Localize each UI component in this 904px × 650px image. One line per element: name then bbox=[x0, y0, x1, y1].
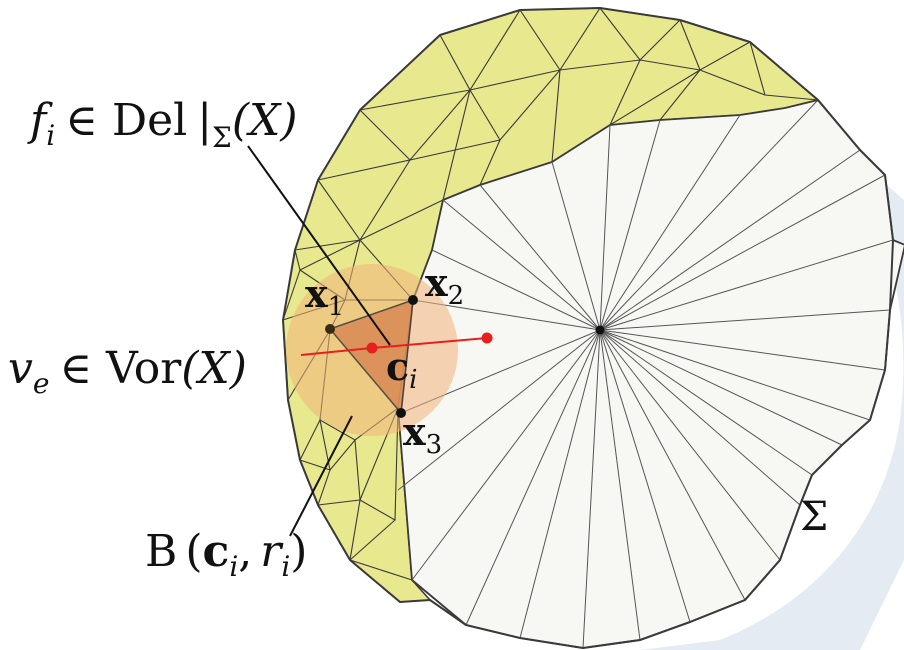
label-x2: x2 bbox=[425, 260, 464, 311]
leader-face bbox=[247, 145, 391, 346]
leader-ball bbox=[289, 415, 353, 537]
voronoi-edge bbox=[300, 332, 493, 356]
fan-spokes bbox=[397, 99, 894, 649]
label-x3-main: x bbox=[403, 409, 426, 454]
label-ball-r-sub: i bbox=[281, 550, 290, 583]
label-face-arg: (X) bbox=[232, 95, 298, 146]
voronoi-vertex-right bbox=[481, 332, 493, 344]
label-face: fi∈ Del|Σ(X) bbox=[27, 95, 298, 154]
label-ball-comma: , bbox=[238, 526, 252, 577]
fan-center-vertex bbox=[595, 325, 605, 335]
label-voronoi-arg: (X) bbox=[181, 343, 247, 394]
label-ball: B(ci,ri) bbox=[145, 526, 307, 583]
label-x3-sub: 3 bbox=[426, 430, 443, 460]
label-voronoi-in-vor: ∈ Vor bbox=[59, 343, 182, 394]
label-ball-main: B bbox=[145, 526, 177, 577]
label-ball-r: r bbox=[260, 526, 284, 577]
label-face-sub: i bbox=[46, 119, 55, 152]
label-ball-c-sub: i bbox=[229, 550, 238, 583]
label-surface: Σ bbox=[800, 494, 828, 540]
delaunay-face bbox=[328, 298, 414, 415]
label-voronoi: ve ∈ Vor(X) bbox=[8, 343, 247, 400]
label-center: ci bbox=[386, 344, 417, 395]
label-x2-main: x bbox=[425, 260, 448, 305]
label-face-bar: | bbox=[197, 95, 212, 146]
surface-shadow bbox=[640, 110, 904, 650]
label-x2-sub: 2 bbox=[448, 281, 465, 311]
label-x1: x1 bbox=[305, 271, 344, 322]
label-voronoi-symbol: v bbox=[8, 343, 33, 394]
label-voronoi-sub: e bbox=[33, 367, 50, 400]
label-x1-main: x bbox=[305, 271, 328, 316]
vertex-x3 bbox=[396, 408, 406, 418]
label-face-in-del: ∈ Del bbox=[65, 95, 187, 146]
vertex-x2 bbox=[408, 295, 418, 305]
label-ball-open: ( bbox=[185, 526, 202, 577]
label-center-sub: i bbox=[409, 365, 417, 395]
label-ball-c: c bbox=[203, 526, 230, 577]
label-face-sigma-sub: Σ bbox=[212, 121, 232, 154]
label-x3: x3 bbox=[403, 409, 442, 460]
label-center-main: c bbox=[386, 344, 409, 389]
label-ball-close: ) bbox=[290, 526, 307, 577]
surface-boundary bbox=[282, 7, 894, 649]
vertex-x1 bbox=[325, 324, 335, 334]
label-x1-sub: 1 bbox=[328, 292, 345, 322]
voronoi-vertex-center bbox=[366, 342, 378, 354]
